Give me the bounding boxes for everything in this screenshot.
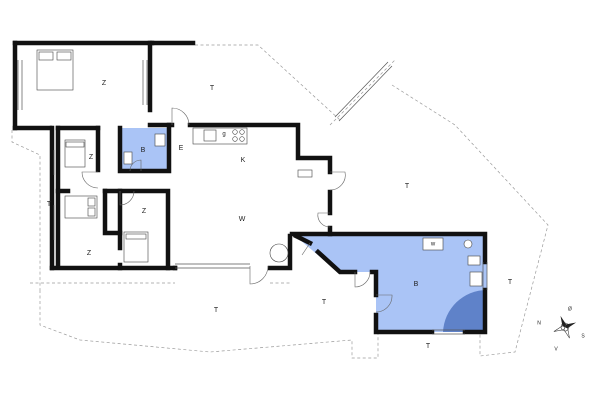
washer-box [422,237,444,251]
compass-labels: N S Ø V [537,306,585,352]
room-label-b-large: B [414,281,419,288]
kitchen-sink [203,129,217,142]
room-label-b-small: B [141,147,146,154]
sink-large [469,271,483,287]
room-labels: Z T Z B E K T T Z W Z T T B T T g w [47,80,513,350]
room-label-z-small2: Z [142,208,147,215]
shower-fill [443,289,487,332]
terrace-outline [11,44,549,359]
sink-small [154,133,166,147]
railing [334,61,393,122]
room-label-t-bottom-mid: T [322,299,327,306]
room-label-t-right-top: T [405,183,410,190]
kitchen-island [297,169,313,178]
compass-e: Ø [568,306,572,312]
room-label-t-bottom-left: T [214,307,219,314]
compass-s: S [581,333,585,339]
room-label-z-small3: Z [87,250,92,257]
windows [17,60,488,335]
room-label-t-left: T [47,201,52,208]
room-label-t-bottom-right: T [426,343,431,350]
room-label-e: E [179,145,184,152]
doors [81,107,393,313]
washer-drum [463,239,473,249]
room-label-z-top: Z [102,80,107,87]
compass-w: V [554,346,558,352]
room-label-t-top: T [210,85,215,92]
room-label-t-right: T [508,279,513,286]
compass-n: N [537,320,541,326]
fixture-label-washer: w [430,242,436,248]
furniture [36,49,483,287]
room-label-k: K [241,157,246,164]
large-bathroom-fill [293,234,487,332]
compass-icon [553,315,577,339]
walls [12,40,488,335]
fixture-label-gas-hob: g [222,132,225,138]
toilet-large [467,255,481,266]
kitchen-counter [192,127,248,145]
room-label-w: W [239,216,246,223]
toilet-small [123,151,133,165]
dining-table [269,243,289,263]
room-label-z-small1: Z [89,154,94,161]
